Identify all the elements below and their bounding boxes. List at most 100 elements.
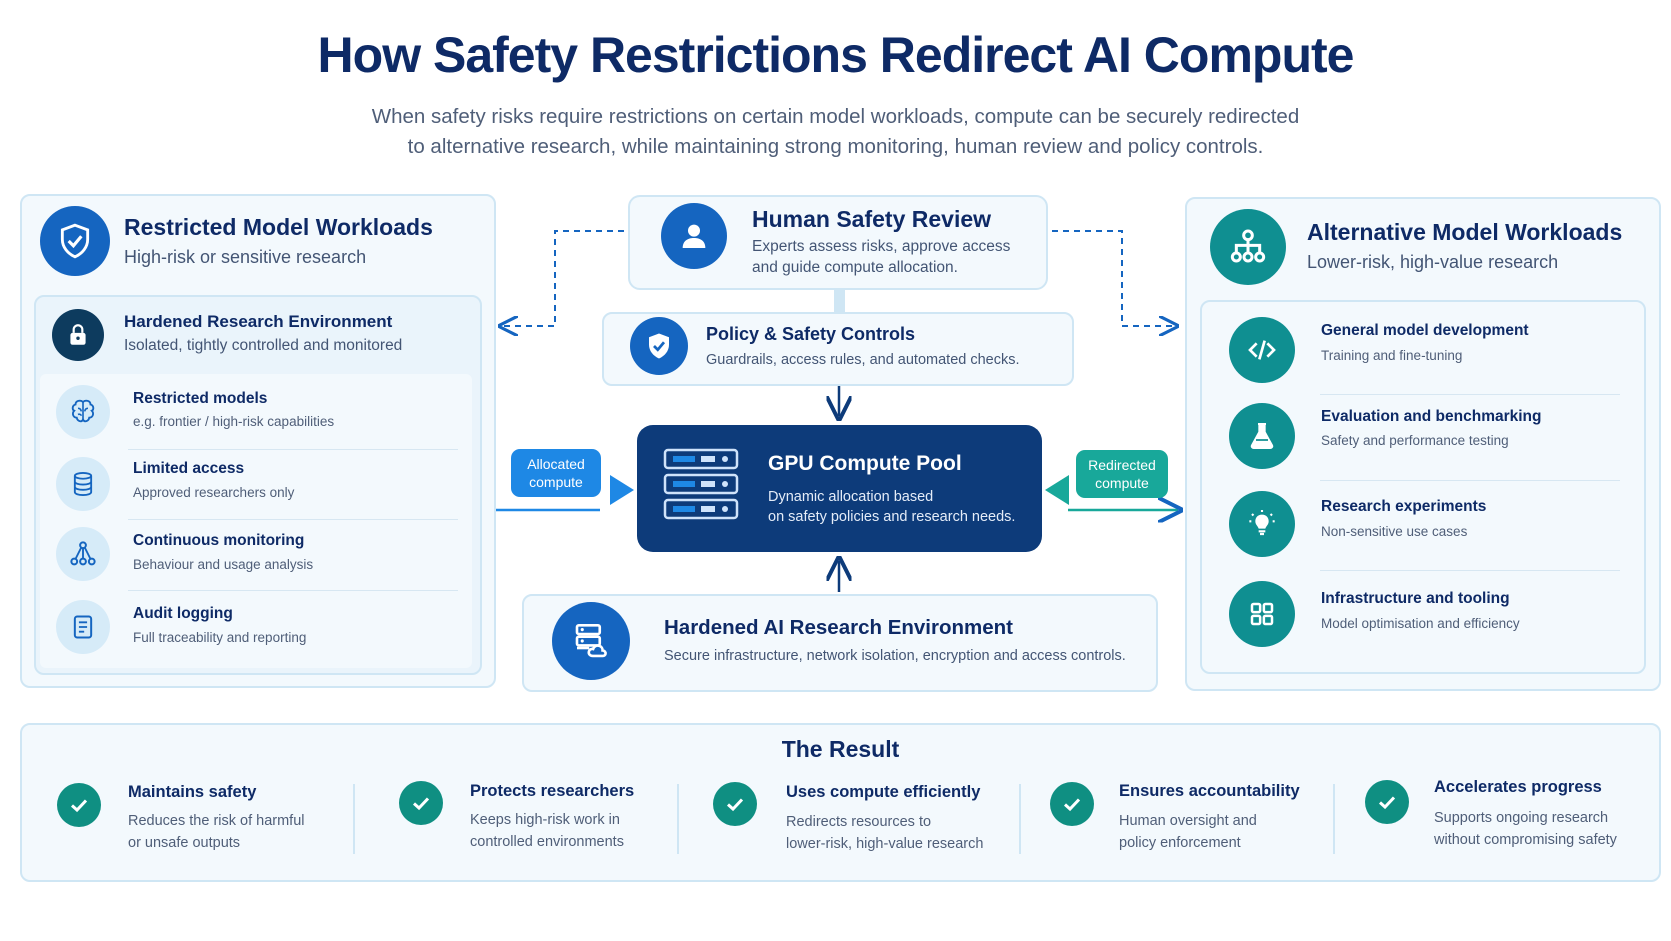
result-item-line-1: Keeps high-risk work in [470,812,620,828]
document-icon [56,600,110,654]
hardened-title: Hardened Research Environment [124,312,393,331]
result-item-line-2: controlled environments [470,834,624,850]
alternative-item-subtitle: Safety and performance testing [1321,433,1509,448]
restricted-item-title: Limited access [133,460,245,477]
gpu-line-2: on safety policies and research needs. [768,509,1016,525]
flask-icon [1229,403,1295,469]
lightbulb-icon [1229,491,1295,557]
result-item-line-2: lower-risk, high-value research [786,836,984,852]
server-icon [661,446,741,522]
restricted-item-subtitle: Full traceability and reporting [133,630,307,645]
result-item-line-1: Supports ongoing research [1434,810,1609,826]
result-item-title: Ensures accountability [1119,782,1300,800]
subtitle-line-2: to alternative research, while maintaini… [407,135,1264,158]
result-title: The Result [781,736,900,762]
check-icon [57,783,101,827]
alternative-subtitle: Lower-risk, high-value research [1307,252,1559,272]
shield-check-icon [630,317,688,375]
result-item-title: Protects researchers [470,782,635,800]
item-divider [128,449,458,450]
item-divider [128,519,458,520]
alternative-item-title: General model development [1321,322,1529,339]
hierarchy-icon [1210,209,1286,285]
server-cloud-icon [552,602,630,680]
brain-icon [56,385,110,439]
result-item-title: Uses compute efficiently [786,783,981,801]
hardened-subtitle: Isolated, tightly controlled and monitor… [124,337,403,354]
restricted-item-title: Audit logging [133,605,233,622]
result-item-line-2: or unsafe outputs [128,835,241,851]
person-icon [661,203,727,269]
result-item-line-1: Human oversight and [1119,813,1257,829]
shield-check-icon [40,206,110,276]
allocated-arrowhead [610,475,634,505]
alternative-item-title: Research experiments [1321,498,1487,515]
check-icon [399,781,443,825]
alternative-item-subtitle: Model optimisation and efficiency [1321,616,1520,631]
result-divider [677,784,679,854]
item-divider [1320,480,1620,481]
policy-subtitle: Guardrails, access rules, and automated … [706,352,1020,368]
alternative-item-title: Evaluation and benchmarking [1321,408,1542,425]
subtitle-line-1: When safety risks require restrictions o… [371,105,1300,128]
gpu-line-1: Dynamic allocation based [768,489,934,505]
gpu-compute-pool-card [637,425,1042,552]
result-item-description: Reduces the risk of harmful or unsafe out… [128,810,358,854]
restricted-item-title: Continuous monitoring [133,532,305,549]
restricted-subtitle: High-risk or sensitive research [124,247,367,267]
restricted-item-subtitle: Behaviour and usage analysis [133,557,314,572]
redirected-arrowhead [1045,475,1069,505]
review-to-alternative-arrow [1052,230,1175,326]
hardened-ai-subtitle: Secure infrastructure, network isolation… [664,648,1126,664]
alternative-title: Alternative Model Workloads [1307,219,1623,245]
review-policy-connector [834,290,845,314]
check-icon [1050,782,1094,826]
redirected-compute-label: Redirected compute [1076,450,1168,498]
restricted-item-subtitle: e.g. frontier / high-risk capabilities [133,414,335,429]
human-review-title: Human Safety Review [752,206,992,232]
result-item-title: Accelerates progress [1434,778,1602,796]
network-icon [56,527,110,581]
result-divider [1333,784,1335,854]
page-subtitle: When safety risks require restrictions o… [0,102,1671,162]
redirected-line-1: Redirected [1088,457,1156,473]
restricted-item-title: Restricted models [133,390,268,407]
restricted-item-subtitle: Approved researchers only [133,485,295,500]
result-item-description: Supports ongoing research without comprom… [1434,807,1664,851]
database-icon [56,457,110,511]
item-divider [128,590,458,591]
redirected-line-2: compute [1095,475,1149,491]
code-icon [1229,317,1295,383]
allocated-line-1: Allocated [527,456,585,472]
check-icon [1365,780,1409,824]
human-review-line-2: and guide compute allocation. [752,259,958,276]
item-divider [1320,570,1620,571]
lock-icon [52,309,104,361]
gpu-title: GPU Compute Pool [768,452,962,475]
check-icon [713,782,757,826]
hardened-ai-title: Hardened AI Research Environment [664,616,1013,639]
alternative-item-subtitle: Non-sensitive use cases [1321,524,1468,539]
restricted-title: Restricted Model Workloads [124,214,433,240]
allocated-line-2: compute [529,474,583,490]
result-item-description: Keeps high-risk work in controlled enviro… [470,809,700,853]
review-to-restricted-arrow [502,230,624,326]
policy-title: Policy & Safety Controls [706,324,916,344]
human-review-line-1: Experts assess risks, approve access [752,238,1011,255]
result-item-description: Human oversight and policy enforcement [1119,810,1349,854]
grid-icon [1229,581,1295,647]
result-item-line-2: policy enforcement [1119,835,1241,851]
page-title: How Safety Restrictions Redirect AI Comp… [317,27,1355,83]
result-divider [353,784,355,854]
gpu-description: Dynamic allocation based on safety polic… [768,487,1038,527]
restricted-items-list [40,374,472,668]
result-item-title: Maintains safety [128,783,257,801]
result-item-line-1: Reduces the risk of harmful [128,813,305,829]
alternative-item-subtitle: Training and fine-tuning [1321,348,1463,363]
result-item-line-2: without compromising safety [1434,832,1617,848]
alternative-item-title: Infrastructure and tooling [1321,590,1510,607]
allocated-compute-label: Allocated compute [511,449,601,497]
item-divider [1320,394,1620,395]
